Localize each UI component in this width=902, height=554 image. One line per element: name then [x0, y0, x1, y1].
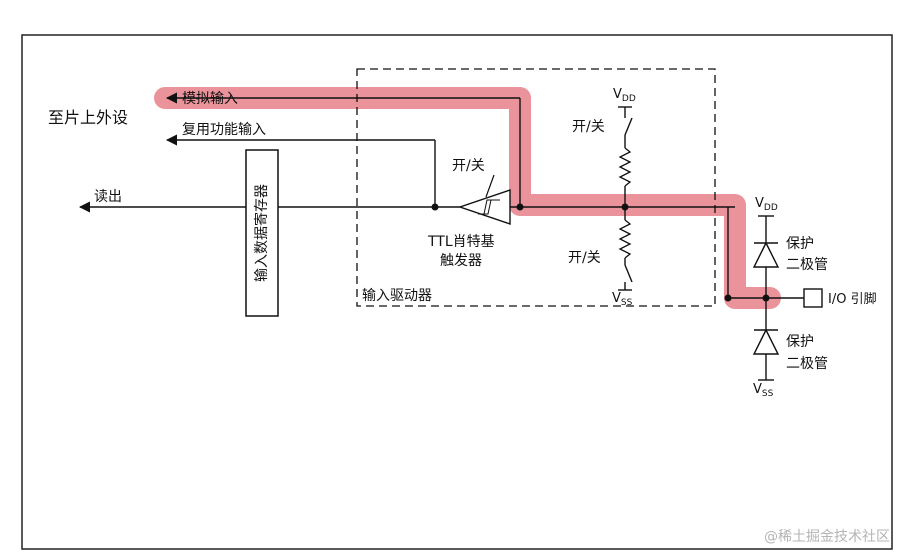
input-driver-label: 输入驱动器 [362, 288, 432, 304]
vss-main-label: VSS [612, 291, 633, 308]
pullup-resistor-icon [618, 147, 632, 187]
diode-top-icon [752, 241, 780, 268]
hysteresis-icon [478, 199, 500, 215]
input-data-register-label: 输入数据寄存器 [253, 184, 270, 282]
vdd-main-label: VDD [613, 87, 636, 104]
io-pin-label: I/O 引脚 [828, 291, 877, 307]
protect-diode-bot-label-2: 二极管 [786, 356, 828, 372]
diode-bottom-icon [752, 328, 780, 355]
alt-func-label: 复用功能输入 [182, 121, 266, 138]
analog-input-label: 模拟输入 [182, 91, 238, 107]
watermark: @稀土掘金技术社区 [764, 529, 890, 545]
input-driver-box [356, 68, 716, 307]
read-out-label: 读出 [94, 188, 122, 205]
vss-prot-label: VSS [753, 382, 774, 399]
switch-bottom-label: 开/关 [568, 250, 601, 266]
pulldown-switch-icon [624, 264, 633, 283]
pullup-switch-icon [624, 117, 633, 136]
pulldown-resistor-icon [618, 219, 632, 259]
outer-frame [21, 34, 893, 550]
junction-dot [431, 203, 439, 211]
io-pin-icon [803, 288, 823, 308]
vdd-prot-label: VDD [755, 196, 778, 213]
switch-top-label: 开/关 [572, 119, 605, 135]
ttl-enable-line [485, 174, 495, 198]
switch-ttl-label: 开/关 [452, 158, 485, 174]
peripheral-label: 至片上外设 [48, 108, 128, 127]
input-data-register-box [245, 149, 279, 317]
protect-diode-top-label-2: 二极管 [786, 257, 828, 273]
ttl-schmitt-label-2: 触发器 [440, 253, 482, 269]
junction-dot-2 [516, 203, 524, 211]
junction-dot-4 [724, 294, 732, 302]
ttl-schmitt-label-1: TTL肖特基 [427, 233, 495, 250]
protect-diode-top-label-1: 保护 [786, 236, 814, 252]
protect-diode-bot-label-1: 保护 [786, 334, 814, 350]
